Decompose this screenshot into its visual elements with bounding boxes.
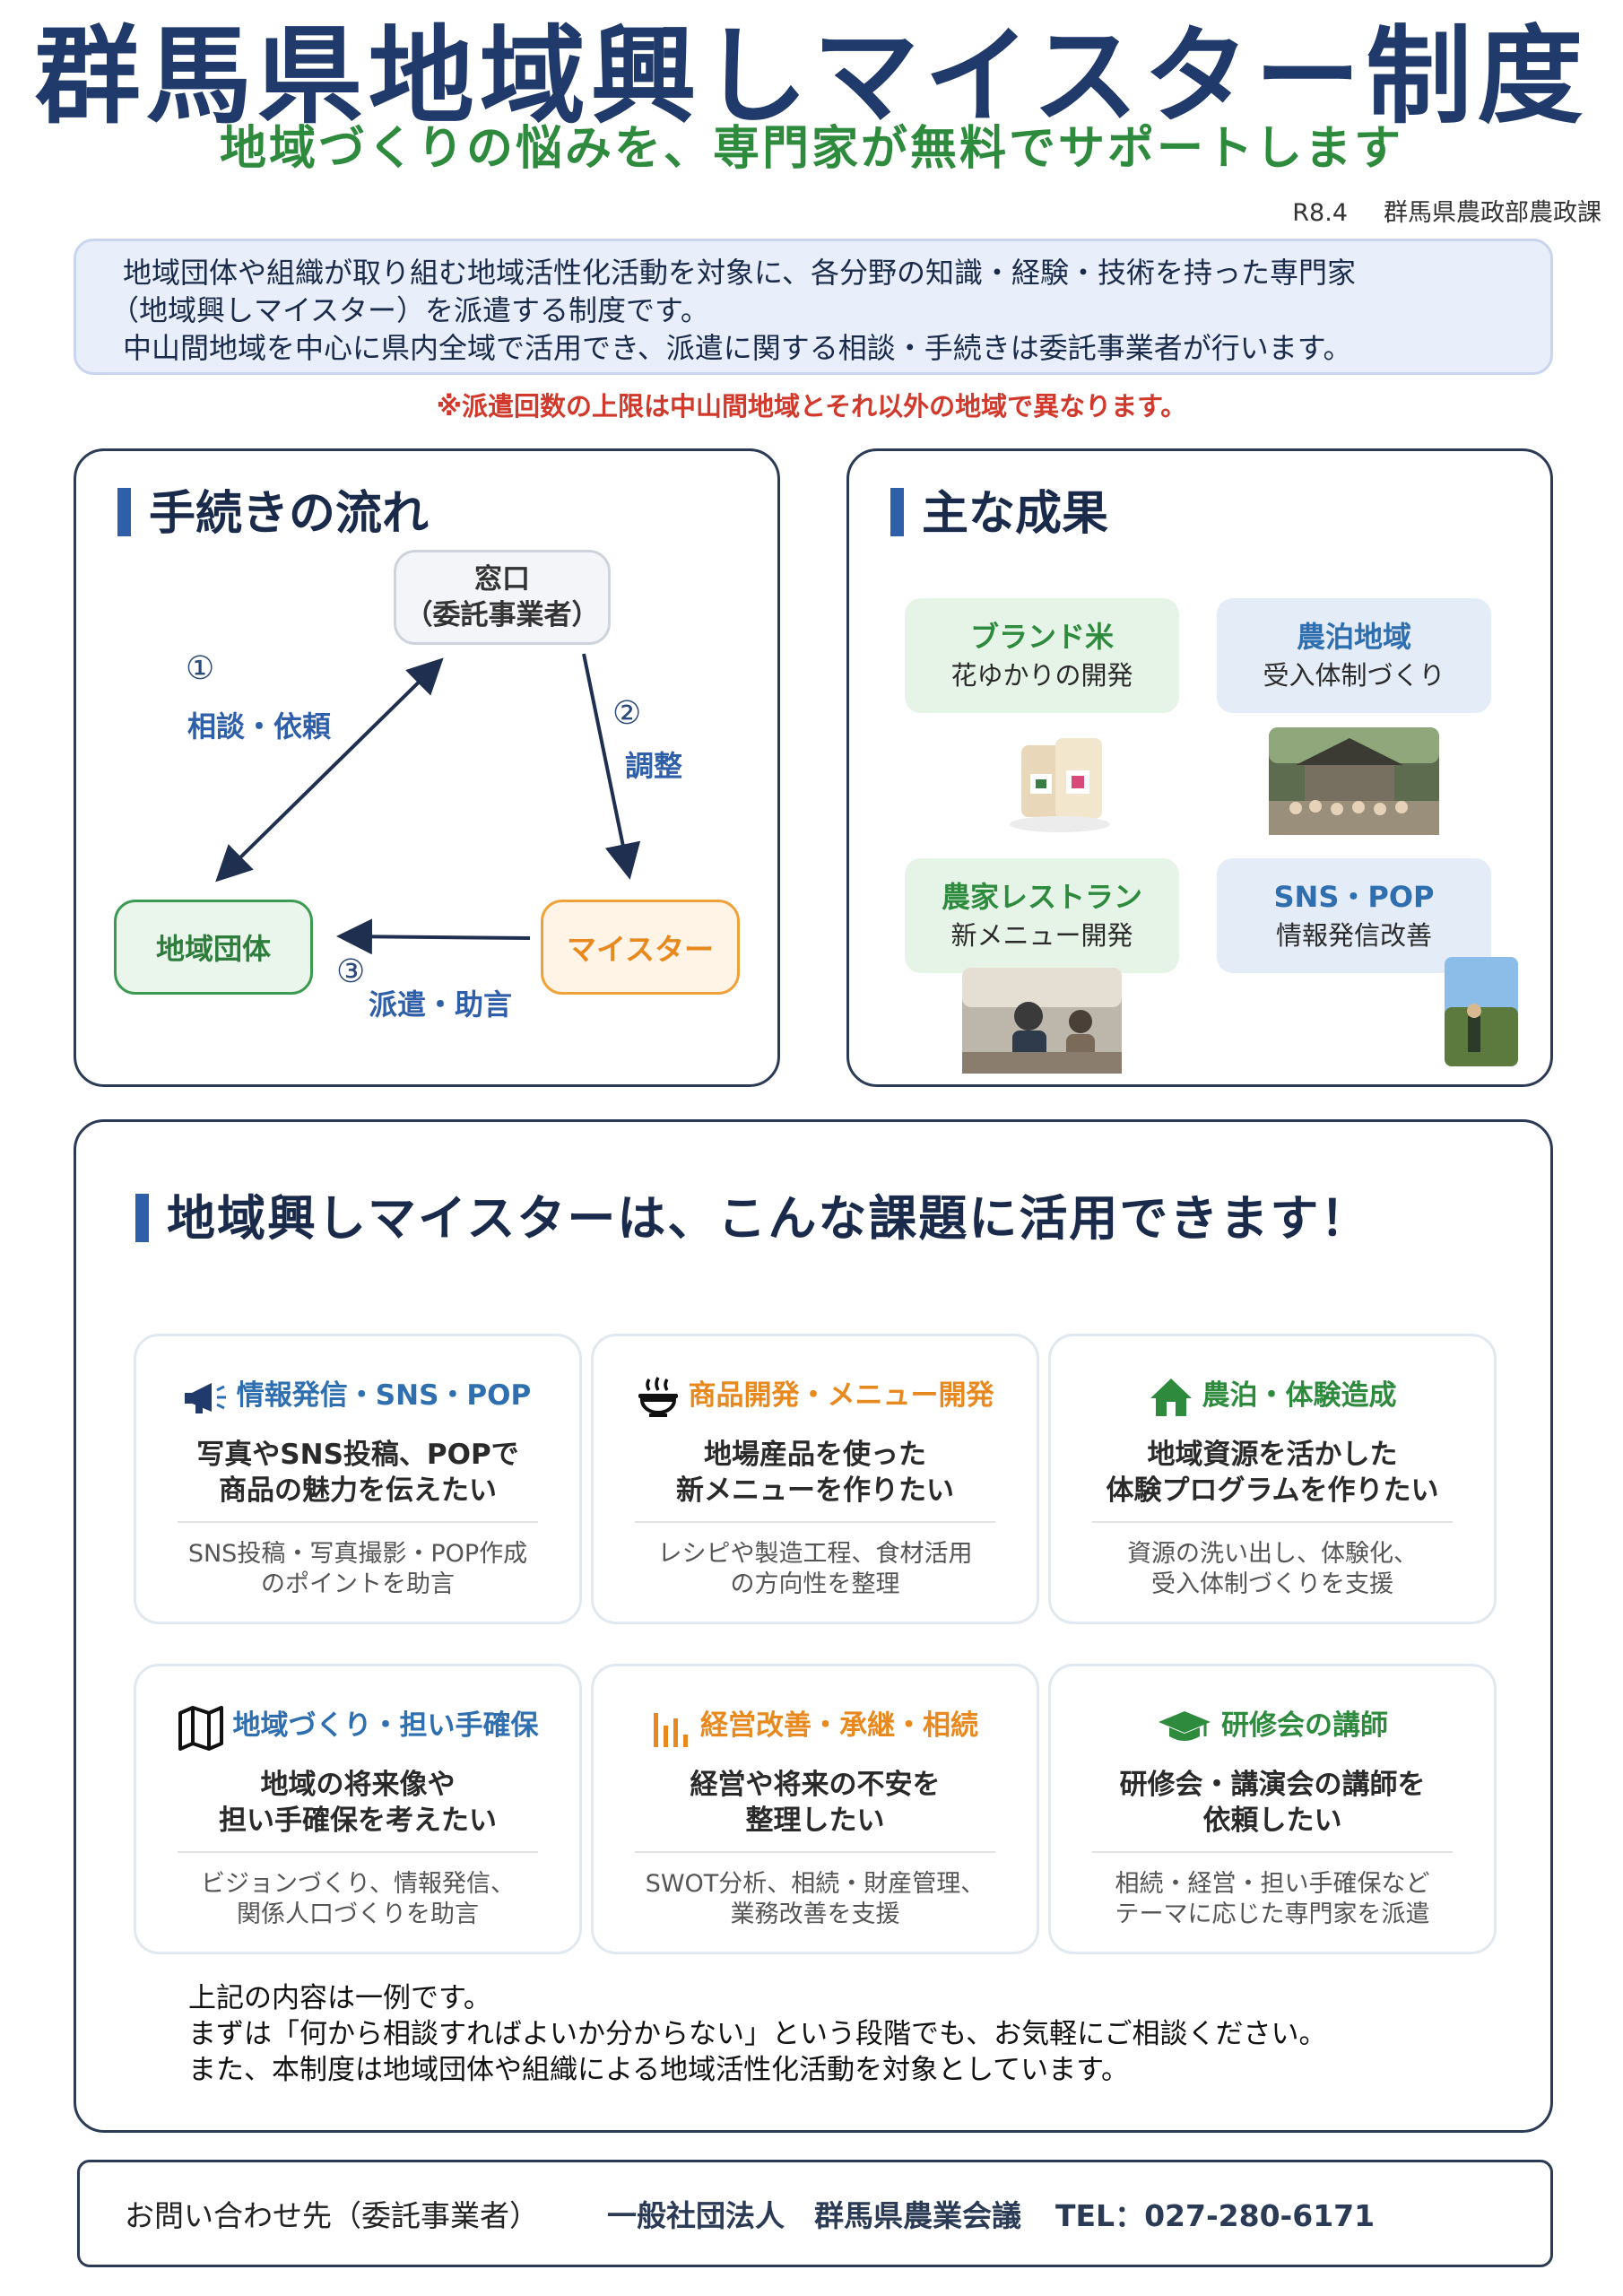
step2-label: 調整 — [625, 749, 683, 783]
contact-org: 一般社団法人 群馬県農業会議 — [607, 2198, 1021, 2233]
step2-number: ② — [612, 695, 642, 732]
map-icon — [178, 1705, 223, 1751]
achievement-brand-rice: ブランド米 花ゆかりの開発 — [905, 598, 1179, 713]
arrow-dispatch — [336, 918, 531, 955]
intro-line-1: 地域団体や組織が取り組む地域活性化活動を対象に、各分野の知識・経験・技術を持った… — [123, 256, 1357, 290]
intro-line-3: 中山間地域を中心に県内全域で活用でき、派遣に関する相談・手続きは委託事業者が行い… — [123, 331, 1352, 365]
restaurant-photo — [962, 968, 1122, 1074]
uses-panel: 地域興しマイスターは、こんな課題に活用できます！ 情報発信・SNS・POP 写真… — [74, 1119, 1553, 2133]
use-card-lecturer: 研修会の講師 研修会・講演会の講師を依頼したい 相続・経営・担い手確保などテーマ… — [1048, 1664, 1497, 1954]
closing-line-3: また、本制度は地域団体や組織による地域活性化活動を対象としています。 — [188, 2054, 1130, 2086]
intro-box: 地域団体や組織が取り組む地域活性化活動を対象に、各分野の知識・経験・技術を持った… — [74, 239, 1553, 375]
issue-date: R8.4 — [1292, 199, 1348, 227]
rice-bags-photo — [1010, 738, 1110, 832]
achievement-farm-stay: 農泊地域 受入体制づくり — [1217, 598, 1491, 713]
achievement-farm-restaurant: 農家レストラン 新メニュー開発 — [905, 858, 1179, 973]
dish-icon — [638, 1376, 678, 1417]
closing-line-2: まずは「何から相談すればよいか分からない」という段階でも、お気軽にご相談ください… — [188, 2018, 1327, 2050]
window-label: 窓口 — [474, 563, 530, 596]
step1-label: 相談・依頼 — [187, 709, 332, 744]
section-bar — [135, 1194, 149, 1242]
megaphone-icon — [184, 1382, 226, 1413]
arrow-consult — [215, 657, 444, 883]
step3-label: 派遣・助言 — [369, 987, 513, 1022]
use-card-community: 地域づくり・担い手確保 地域の将来像や担い手確保を考えたい ビジョンづくり、情報… — [134, 1664, 582, 1954]
house-icon — [1150, 1378, 1192, 1416]
use-card-info: 情報発信・SNS・POP 写真やSNS投稿、POPで商品の魅力を伝えたい SNS… — [134, 1334, 582, 1624]
flow-arrows — [215, 653, 641, 955]
step3-number: ③ — [336, 953, 366, 990]
achievements-panel: 主な成果 ブランド米 花ゆかりの開発 農泊地域 受入体制づくり 農家レストラン … — [846, 448, 1553, 1087]
use-card-management: 経営改善・承継・相続 経営や将来の不安を整理したい SWOT分析、相続・財産管理… — [591, 1664, 1039, 1954]
field-photo — [1445, 957, 1518, 1066]
use-card-farmstay: 農泊・体験造成 地域資源を活かした体験プログラムを作りたい 資源の洗い出し、体験… — [1048, 1334, 1497, 1624]
section-bar — [117, 488, 131, 536]
closing-text: 上記の内容は一例です。 まずは「何から相談すればよいか分からない」という段階でも… — [188, 1980, 1326, 2088]
graduation-cap-icon — [1159, 1710, 1211, 1741]
uses-section-title: 地域興しマイスターは、こんな課題に活用できます！ — [135, 1192, 1370, 1246]
window-sub: （委託事業者） — [404, 599, 600, 631]
page-title: 群馬県地域興しマイスター制度 — [34, 14, 1589, 138]
issuer-line: R8.4 群馬県農政部農政課 — [1292, 193, 1601, 228]
meister-node: マイスター — [541, 900, 740, 995]
step1-number: ① — [186, 650, 215, 687]
window-node: 窓口 （委託事業者） — [394, 550, 611, 645]
contact-label: お問い合わせ先（委託事業者） — [125, 2198, 539, 2233]
arrow-adjust — [582, 653, 641, 880]
group-node: 地域団体 — [114, 900, 313, 995]
section-bar — [890, 488, 904, 536]
farm-stay-photo — [1269, 727, 1439, 835]
use-card-product: 商品開発・メニュー開発 地場産品を使った新メニューを作りたい レシピや製造工程、… — [591, 1334, 1039, 1624]
achievement-sns-pop: SNS・POP 情報発信改善 — [1217, 858, 1491, 973]
intro-line-2: （地域興しマイスター）を派遣する制度です。 — [110, 293, 709, 327]
bar-chart-icon — [654, 1712, 688, 1747]
flow-section-title: 手続きの流れ — [117, 487, 429, 541]
achievements-section-title: 主な成果 — [890, 487, 1108, 541]
contact-box: お問い合わせ先（委託事業者） 一般社団法人 群馬県農業会議 TEL：027-28… — [77, 2160, 1553, 2267]
department-name: 群馬県農政部農政課 — [1384, 199, 1601, 227]
dispatch-limit-note: ※派遣回数の上限は中山間地域とそれ以外の地域で異なります。 — [436, 391, 1187, 422]
page-subtitle: 地域づくりの悩みを、専門家が無料でサポートします — [219, 122, 1403, 176]
flow-panel: 手続きの流れ 窓口 （委託事業者） 地域団体 マイスター ① 相談・依頼 ② 調… — [74, 448, 780, 1087]
closing-line-1: 上記の内容は一例です。 — [188, 1982, 491, 2014]
contact-tel[interactable]: TEL：027-280-6171 — [1055, 2198, 1376, 2233]
